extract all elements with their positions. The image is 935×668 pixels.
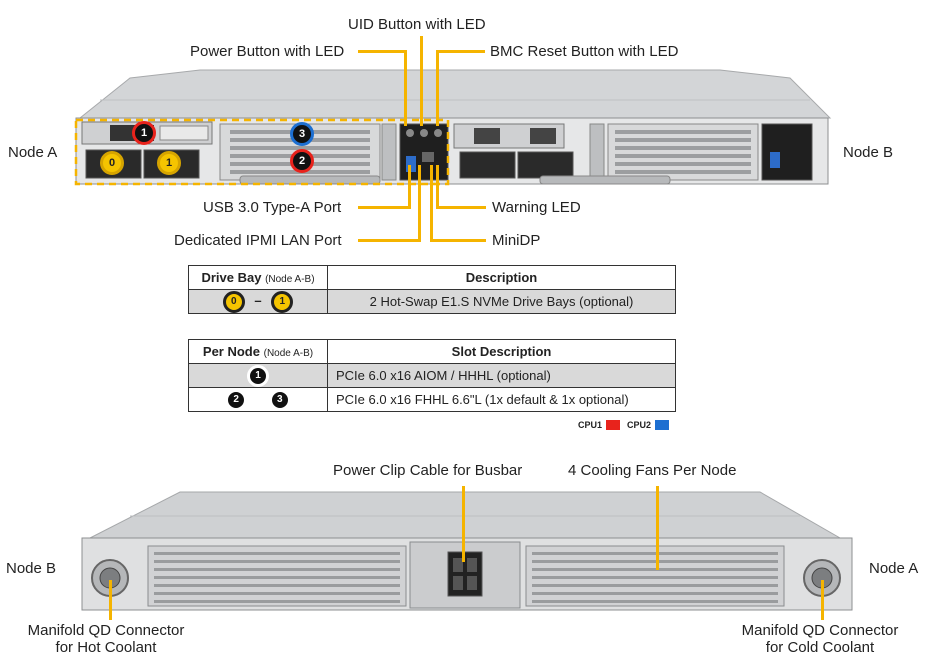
badge-fhhl-slot-2: 2 bbox=[290, 149, 314, 173]
range-dash: – bbox=[254, 292, 262, 308]
table-header-row: Drive Bay (Node A-B) Description bbox=[188, 265, 676, 290]
slot-1-icon: 1 bbox=[247, 364, 269, 387]
uid-button-label: UID Button with LED bbox=[348, 16, 486, 33]
bottom-node-a-label: Node A bbox=[869, 560, 919, 577]
drive-bay-header: Drive Bay (Node A-B) bbox=[188, 265, 328, 290]
cold-coolant-label: Manifold QD Connector for Cold Coolant bbox=[737, 622, 903, 656]
power-clip-label: Power Clip Cable for Busbar bbox=[333, 462, 522, 479]
slot-2-icon: 2 bbox=[225, 388, 248, 411]
power-clip-label-b: for Busbar bbox=[453, 462, 523, 479]
badge-fhhl-slot-3: 3 bbox=[290, 122, 314, 146]
drive-bay-0-icon: 0 bbox=[222, 290, 245, 313]
description-header: Description bbox=[327, 265, 676, 290]
cpu1-swatch bbox=[606, 420, 621, 430]
fans-callout-line bbox=[656, 486, 659, 570]
power-callout-h bbox=[358, 50, 406, 53]
bottom-chassis-illustration bbox=[81, 491, 853, 611]
usb-callout-v bbox=[408, 165, 411, 208]
warning-callout-v bbox=[436, 165, 439, 208]
uid-callout-line bbox=[420, 36, 423, 126]
node-b-label: Node B bbox=[843, 144, 894, 161]
cpu2-legend-label: CPU2 bbox=[627, 420, 652, 430]
bottom-chassis-diagram bbox=[70, 486, 860, 616]
badge-drive-bay-1: 1 bbox=[157, 151, 181, 175]
drive-bay-description: 2 Hot-Swap E1.S NVMe Drive Bays (optiona… bbox=[327, 289, 676, 314]
bmc-callout-v bbox=[436, 50, 439, 126]
cpu2-swatch bbox=[655, 420, 670, 430]
hot-coolant-label: Manifold QD Connector for Hot Coolant bbox=[23, 622, 189, 656]
top-chassis-illustration bbox=[74, 69, 832, 186]
drive-bay-icons: 0 – 1 bbox=[188, 289, 328, 314]
warning-callout-h bbox=[436, 206, 486, 209]
power-button-label: Power Button with LED bbox=[190, 43, 345, 60]
usb-callout-h bbox=[358, 206, 411, 209]
slot-3-icon: 3 bbox=[268, 388, 291, 411]
slot-2-3-description: PCIe 6.0 x16 FHHL 6.6"L (1x default & 1x… bbox=[327, 387, 676, 412]
drive-bay-table: Drive Bay (Node A-B) Description 0 – 1 2… bbox=[188, 265, 676, 314]
slot-table: Per Node (Node A-B) Slot Description 1 P… bbox=[188, 339, 676, 412]
node-a-label: Node A bbox=[8, 144, 58, 161]
table-row: 2 3 PCIe 6.0 x16 FHHL 6.6"L (1x default … bbox=[188, 387, 676, 412]
power-callout-v bbox=[404, 50, 407, 126]
minidp-callout-v bbox=[430, 165, 433, 241]
minidp-label: MiniDP bbox=[492, 232, 541, 249]
hot-coolant-callout-line bbox=[109, 580, 112, 620]
warning-led-label: Warning LED bbox=[492, 199, 581, 216]
power-clip-label-a: Power Clip Cable bbox=[333, 462, 449, 479]
power-clip-callout-line bbox=[462, 486, 465, 562]
slot-description-header: Slot Description bbox=[327, 339, 676, 364]
badge-label: 1 bbox=[140, 127, 148, 139]
hot-coolant-line-2: for Hot Coolant bbox=[55, 639, 157, 656]
hot-coolant-line-1: Manifold QD Connector bbox=[27, 622, 185, 639]
cooling-fans-label: 4 Cooling Fans Per Node bbox=[568, 462, 737, 479]
slot-1-description: PCIe 6.0 x16 AIOM / HHHL (optional) bbox=[327, 363, 676, 388]
ipmi-port-label: Dedicated IPMI LAN Port bbox=[174, 232, 342, 249]
table-header-row: Per Node (Node A-B) Slot Description bbox=[188, 339, 676, 364]
bmc-reset-label: BMC Reset Button with LED bbox=[490, 43, 679, 60]
minidp-callout-h bbox=[430, 239, 486, 242]
badge-drive-bay-0: 0 bbox=[100, 151, 124, 175]
ipmi-callout-h bbox=[358, 239, 421, 242]
bottom-node-b-label: Node B bbox=[6, 560, 57, 577]
slot-1-icons: 1 bbox=[188, 363, 328, 388]
table-row: 1 PCIe 6.0 x16 AIOM / HHHL (optional) bbox=[188, 363, 676, 388]
cold-coolant-line-2: for Cold Coolant bbox=[765, 639, 875, 656]
slot-2-3-icons: 2 3 bbox=[188, 387, 328, 412]
cold-coolant-line-1: Manifold QD Connector bbox=[741, 622, 899, 639]
cpu1-legend-label: CPU1 bbox=[578, 420, 603, 430]
per-node-header: Per Node (Node A-B) bbox=[188, 339, 328, 364]
cold-coolant-callout-line bbox=[821, 580, 824, 620]
badge-aiom-slot: 1 bbox=[132, 121, 156, 145]
table-row: 0 – 1 2 Hot-Swap E1.S NVMe Drive Bays (o… bbox=[188, 289, 676, 314]
drive-bay-1-icon: 1 bbox=[271, 290, 294, 313]
cpu-legend: CPU1 CPU2 bbox=[578, 420, 670, 430]
top-chassis-diagram bbox=[70, 40, 840, 200]
bmc-callout-h bbox=[437, 50, 485, 53]
ipmi-callout-v bbox=[418, 165, 421, 241]
usb-port-label: USB 3.0 Type-A Port bbox=[203, 199, 342, 216]
